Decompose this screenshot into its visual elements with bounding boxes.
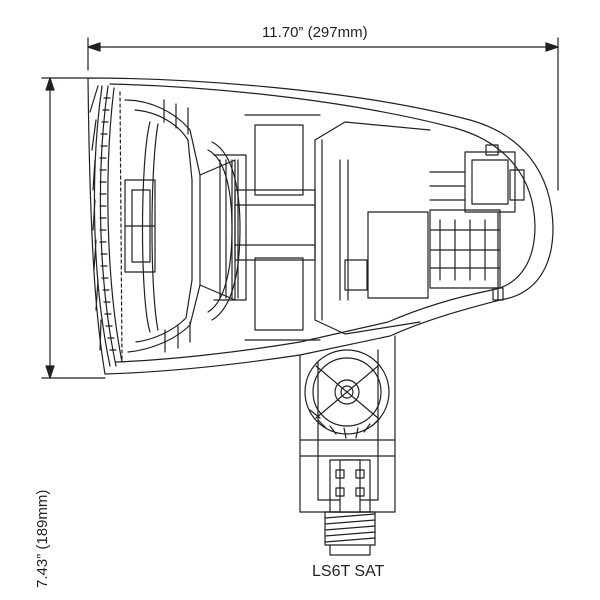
crossover-electronics (345, 210, 500, 298)
height-dimension-line (42, 78, 105, 378)
height-dimension-label: 7.43” (189mm) (34, 489, 51, 588)
internal-frame (245, 115, 430, 340)
threaded-stud (325, 460, 375, 555)
front-grille (90, 86, 122, 366)
enclosure-inner-outline (110, 84, 535, 362)
model-label: LS6T SAT (312, 563, 385, 580)
width-dimension-line (88, 38, 558, 190)
input-terminal (430, 145, 524, 300)
woofer-cone (125, 100, 240, 352)
width-dimension-label: 11.70” (297mm) (262, 24, 368, 41)
